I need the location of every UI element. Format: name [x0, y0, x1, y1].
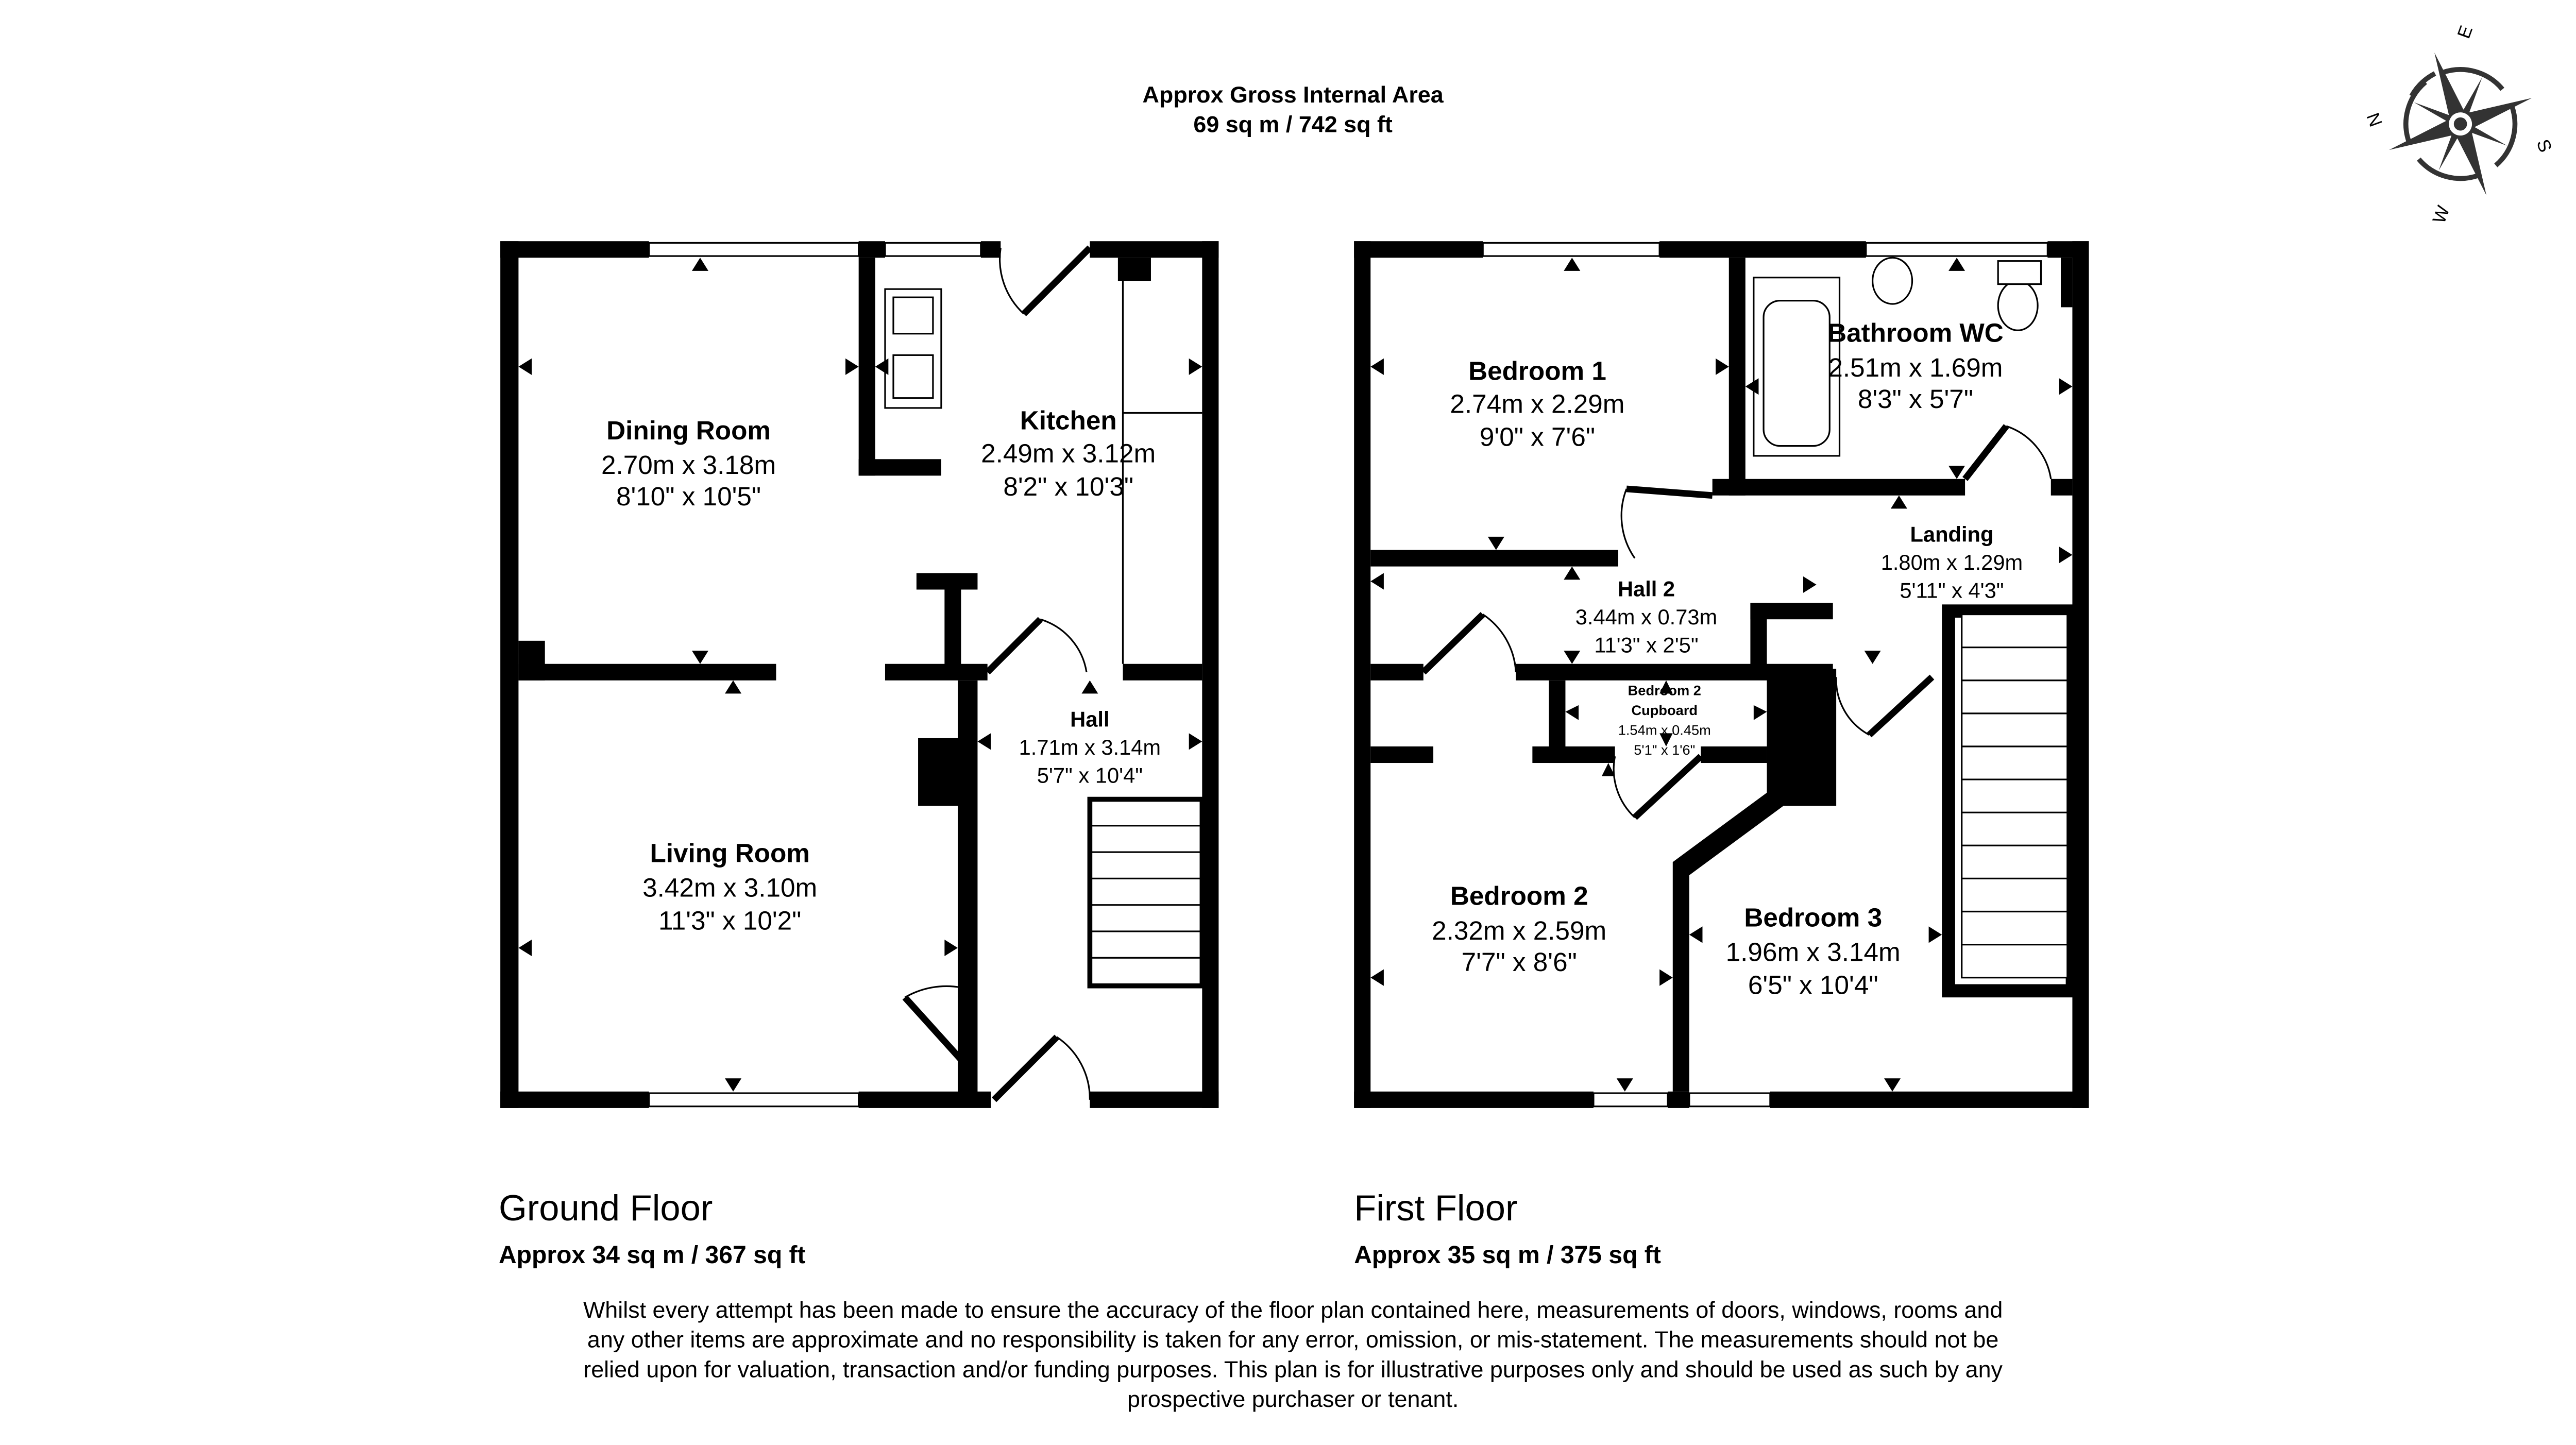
- room-living-room: Living Room 3.42m x 3.10m 11'3" x 10'2": [642, 838, 817, 935]
- toilet-icon: [1997, 280, 2039, 331]
- svg-text:Kitchen: Kitchen: [1020, 406, 1117, 435]
- room-dining-room: Dining Room 2.70m x 3.18m 8'10" x 10'5": [601, 416, 776, 511]
- door: [1632, 754, 1703, 820]
- door: [1021, 245, 1092, 316]
- ground-floor-title: Ground Floor: [499, 1187, 713, 1228]
- first-floor-title: First Floor: [1354, 1187, 1517, 1228]
- door: [1867, 674, 1935, 738]
- svg-text:11'3" x 2'5": 11'3" x 2'5": [1594, 633, 1698, 657]
- window: [648, 242, 860, 257]
- room-hall: Hall 1.71m x 3.14m 5'7" x 10'4": [1019, 707, 1161, 788]
- svg-text:6'5" x 10'4": 6'5" x 10'4": [1748, 971, 1878, 1000]
- window: [1688, 1092, 1771, 1108]
- first-floor-area: Approx 35 sq m / 375 sq ft: [1354, 1241, 1661, 1269]
- room-hall-2: Hall 2 3.44m x 0.73m 11'3" x 2'5": [1575, 576, 1718, 657]
- svg-text:Hall 2: Hall 2: [1618, 576, 1675, 601]
- room-bathroom-wc: Bathroom WC 2.51m x 1.69m 8'3" x 5'7": [1827, 318, 2004, 414]
- svg-text:Living Room: Living Room: [650, 838, 809, 868]
- svg-text:8'3" x 5'7": 8'3" x 5'7": [1858, 384, 1973, 414]
- svg-text:5'1" x 1'6": 5'1" x 1'6": [1634, 742, 1695, 758]
- svg-text:1.71m x 3.14m: 1.71m x 3.14m: [1019, 735, 1161, 759]
- bath-icon: [1753, 277, 1841, 457]
- basin-icon: [1872, 257, 1913, 305]
- ground-floor-area: Approx 34 sq m / 367 sq ft: [499, 1241, 806, 1269]
- svg-text:3.44m x 0.73m: 3.44m x 0.73m: [1575, 605, 1718, 629]
- svg-text:2.70m x 3.18m: 2.70m x 3.18m: [601, 450, 776, 480]
- window: [1865, 242, 2048, 257]
- door: [1962, 424, 2009, 481]
- compass-e: E: [2454, 23, 2477, 41]
- svg-text:1.80m x 1.29m: 1.80m x 1.29m: [1881, 550, 2023, 574]
- svg-text:5'11" x 4'3": 5'11" x 4'3": [1900, 579, 2004, 603]
- staircase: [1942, 604, 2079, 998]
- first-floor-plan: [1354, 241, 2089, 1108]
- header-area: 69 sq m / 742 sq ft: [1193, 111, 1393, 138]
- svg-text:Whilst every attempt has been: Whilst every attempt has been made to en…: [583, 1297, 2003, 1323]
- svg-text:Bedroom 2: Bedroom 2: [1450, 881, 1588, 911]
- window: [1482, 242, 1660, 257]
- ground-floor-plan: [500, 241, 1219, 1108]
- window: [648, 1092, 860, 1108]
- svg-text:3.42m x 3.10m: 3.42m x 3.10m: [642, 873, 817, 903]
- svg-text:1.96m x 3.14m: 1.96m x 3.14m: [1726, 938, 1901, 967]
- svg-text:1.54m x 0.45m: 1.54m x 0.45m: [1618, 722, 1711, 738]
- svg-text:8'2" x 10'3": 8'2" x 10'3": [1003, 472, 1133, 501]
- svg-text:2.32m x 2.59m: 2.32m x 2.59m: [1432, 916, 1606, 945]
- sink-icon: [884, 288, 942, 409]
- room-bedroom-1: Bedroom 1 2.74m x 2.29m 9'0" x 7'6": [1450, 356, 1624, 451]
- svg-text:Cupboard: Cupboard: [1631, 702, 1698, 718]
- door: [991, 1034, 1059, 1102]
- door: [1421, 611, 1485, 675]
- compass-icon: [2389, 53, 2532, 196]
- svg-text:Hall: Hall: [1070, 707, 1109, 732]
- svg-text:5'7" x 10'4": 5'7" x 10'4": [1037, 763, 1143, 787]
- svg-text:any other items are approximat: any other items are approximate and no r…: [587, 1327, 1998, 1353]
- room-bedroom-3: Bedroom 3 1.96m x 3.14m 6'5" x 10'4": [1726, 903, 1901, 999]
- svg-text:11'3" x 10'2": 11'3" x 10'2": [658, 906, 801, 936]
- compass-w: W: [2429, 203, 2453, 226]
- disclaimer: Whilst every attempt has been made to en…: [583, 1297, 2003, 1412]
- svg-text:Bathroom WC: Bathroom WC: [1827, 318, 2004, 348]
- window: [884, 242, 982, 257]
- svg-text:Dining Room: Dining Room: [606, 416, 771, 445]
- svg-text:Landing: Landing: [1910, 522, 1993, 547]
- room-landing: Landing 1.80m x 1.29m 5'11" x 4'3": [1881, 522, 2023, 603]
- svg-text:2.49m x 3.12m: 2.49m x 3.12m: [981, 439, 1156, 468]
- door: [902, 995, 969, 1067]
- svg-text:7'7" x 8'6": 7'7" x 8'6": [1462, 947, 1577, 977]
- room-bedroom-2-cupboard: Bedroom 2 Cupboard 1.54m x 0.45m 5'1" x …: [1618, 683, 1711, 758]
- room-bedroom-2: Bedroom 2 2.32m x 2.59m 7'7" x 8'6": [1432, 881, 1606, 977]
- svg-text:prospective purchaser or tenan: prospective purchaser or tenant.: [1127, 1386, 1459, 1412]
- door: [985, 617, 1043, 675]
- room-kitchen: Kitchen 2.49m x 3.12m 8'2" x 10'3": [981, 406, 1156, 501]
- svg-text:relied upon for valuation, tra: relied upon for valuation, transaction a…: [583, 1356, 2003, 1382]
- header-title: Approx Gross Internal Area: [1143, 81, 1444, 108]
- svg-text:2.51m x 1.69m: 2.51m x 1.69m: [1828, 353, 2003, 382]
- svg-text:Bedroom 1: Bedroom 1: [1468, 356, 1606, 385]
- staircase: [1087, 796, 1205, 989]
- svg-text:8'10" x 10'5": 8'10" x 10'5": [616, 482, 761, 511]
- svg-text:Bedroom 3: Bedroom 3: [1744, 903, 1882, 932]
- svg-text:2.74m x 2.29m: 2.74m x 2.29m: [1450, 389, 1624, 419]
- compass-n: N: [2362, 110, 2385, 129]
- svg-text:Bedroom 2: Bedroom 2: [1628, 683, 1701, 699]
- compass-s: S: [2533, 137, 2556, 155]
- window: [1592, 1092, 1669, 1108]
- svg-text:9'0" x 7'6": 9'0" x 7'6": [1480, 422, 1595, 452]
- door: [1626, 485, 1713, 499]
